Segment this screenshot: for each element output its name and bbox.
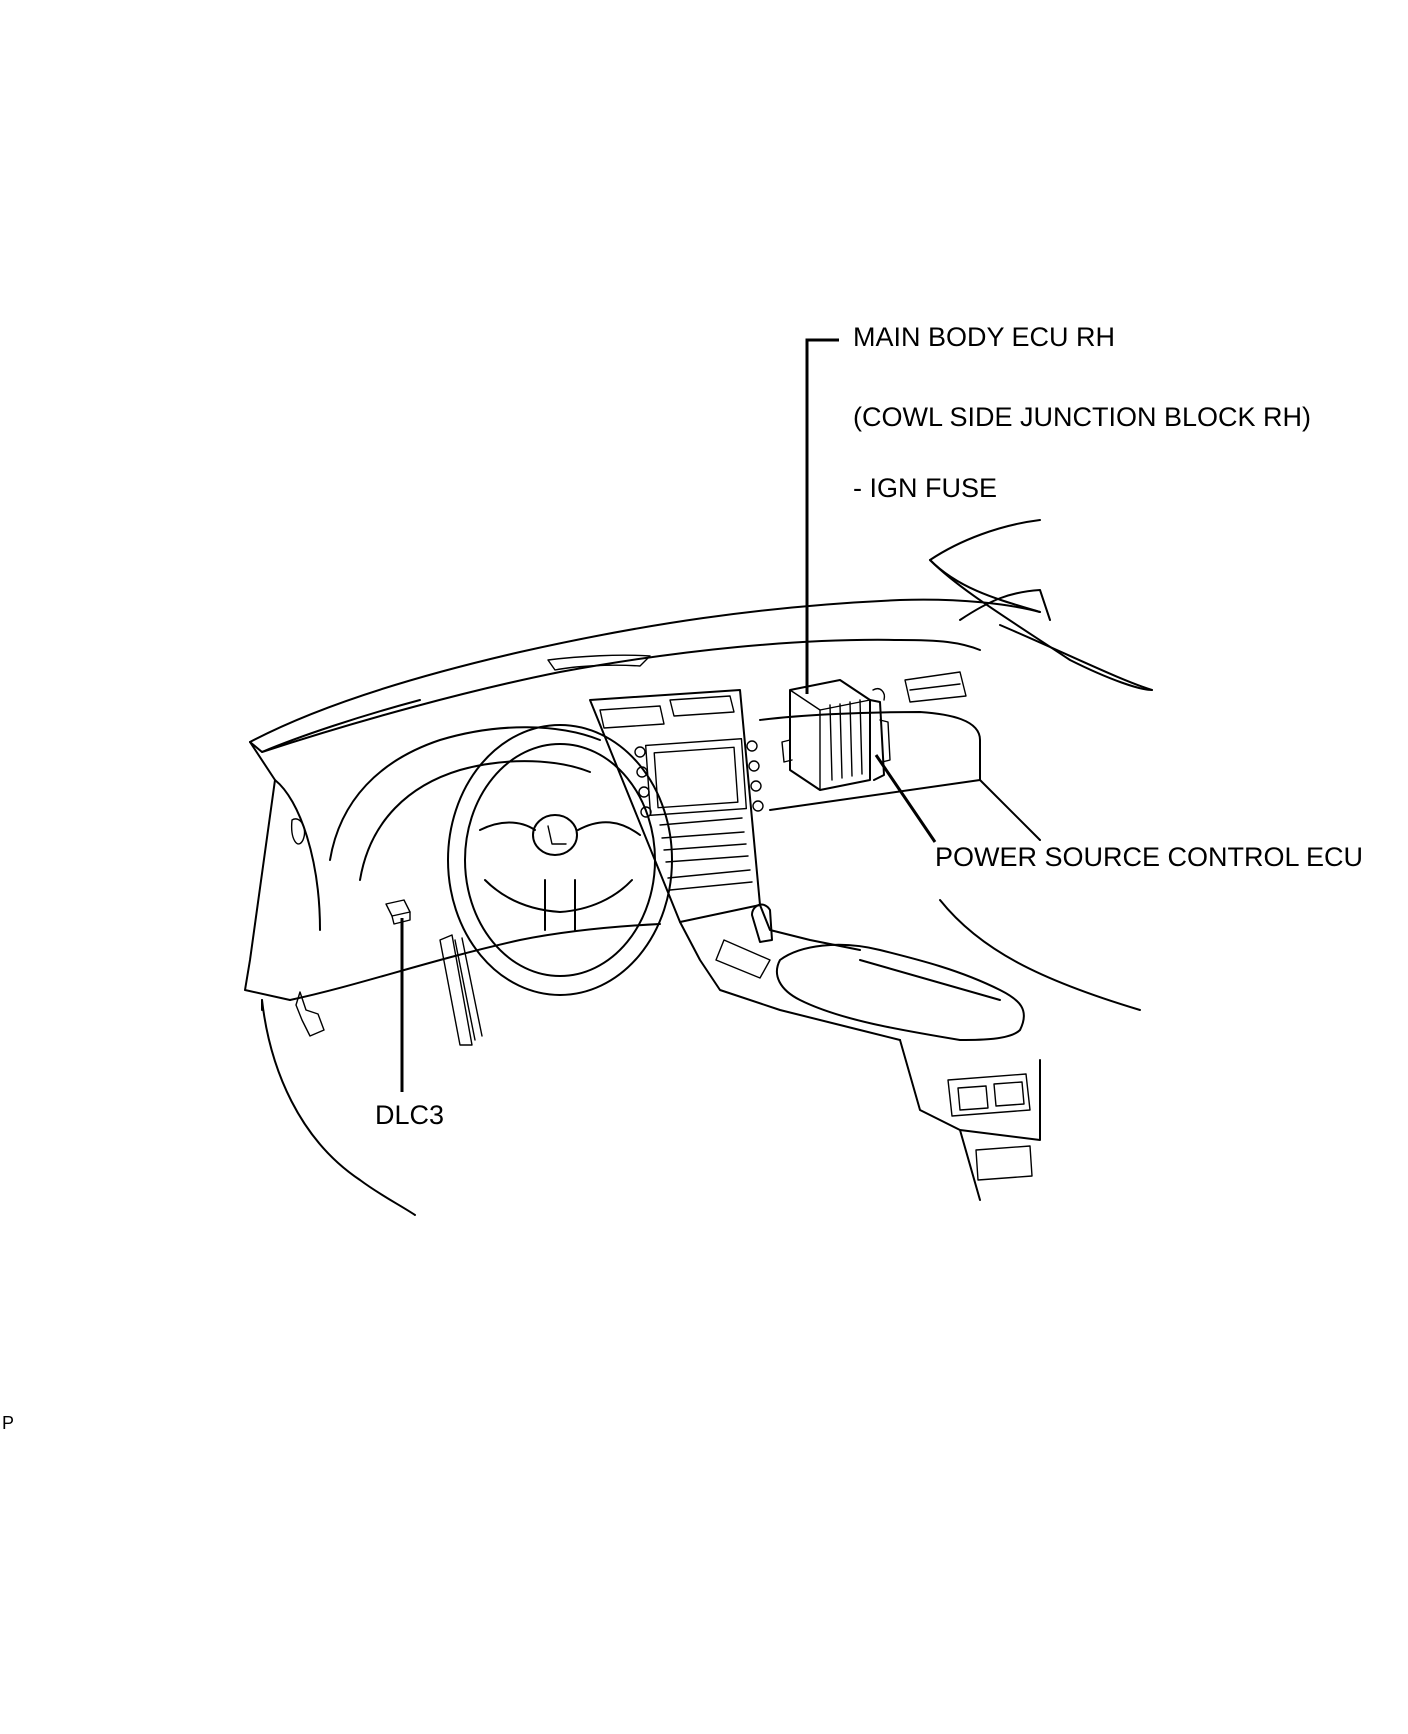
dlc3-label: DLC3 — [375, 1100, 445, 1130]
main-body-ecu-label: MAIN BODY ECU RH — [853, 322, 1116, 352]
dlc3-connector — [385, 899, 411, 925]
dashboard-outline — [244, 519, 1153, 1216]
leader-lines — [400, 338, 937, 1092]
power-source-ecu-label: POWER SOURCE CONTROL ECU — [935, 842, 1364, 872]
ign-fuse-label: - IGN FUSE — [853, 473, 998, 503]
passenger-side — [759, 671, 1141, 1011]
cowl-side-junction-label: (COWL SIDE JUNCTION BLOCK RH) — [853, 402, 1312, 432]
center-stack — [589, 689, 1041, 1201]
page-marker: P — [2, 1413, 15, 1433]
ecu-block — [781, 679, 891, 791]
